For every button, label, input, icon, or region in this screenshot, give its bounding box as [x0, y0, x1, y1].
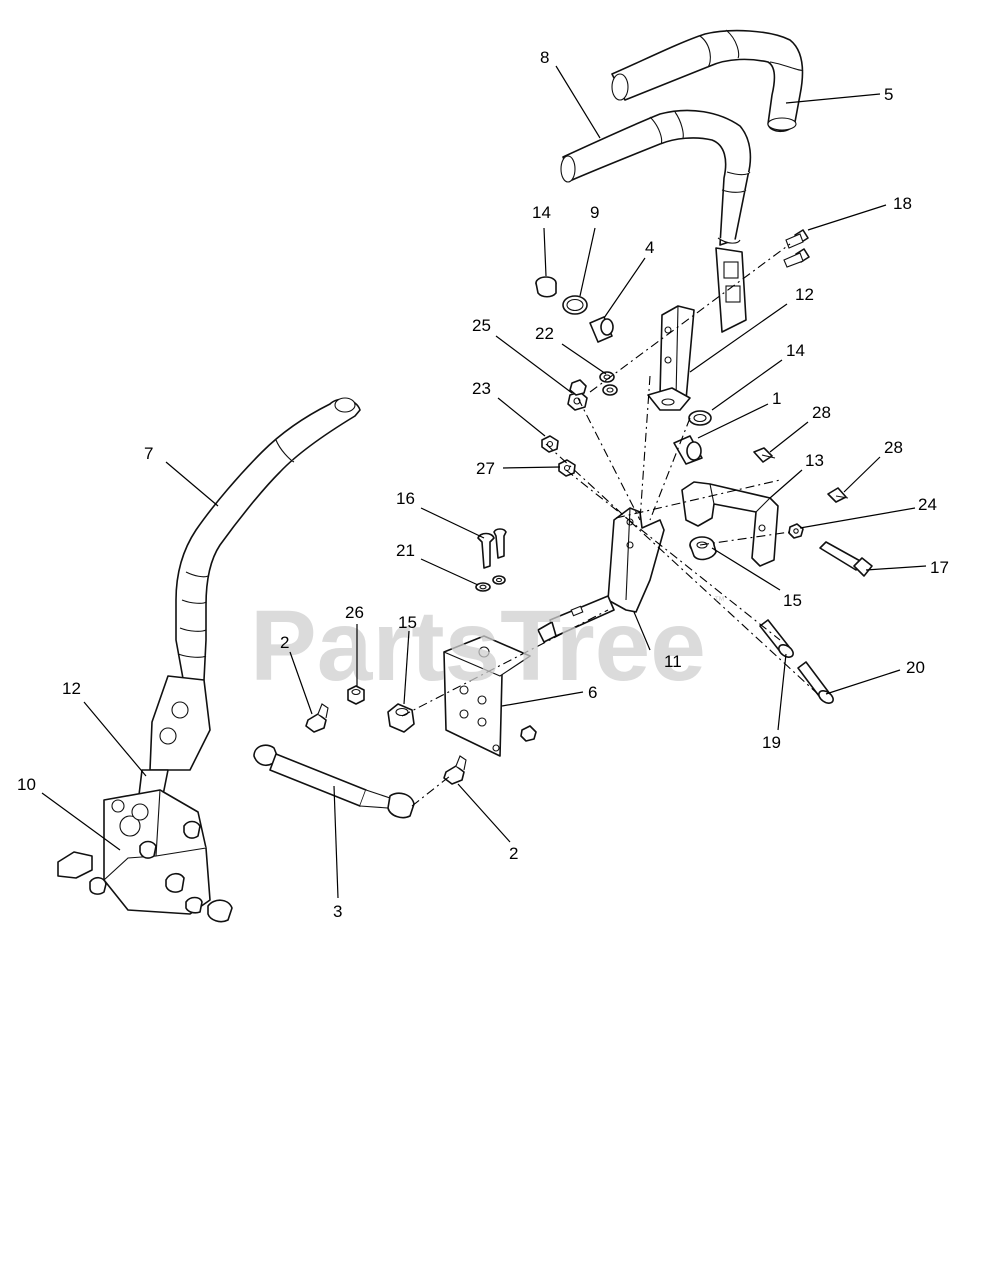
callout-16: 16 — [396, 489, 415, 508]
callout-23: 23 — [472, 379, 491, 398]
callout-18: 18 — [893, 194, 912, 213]
part-5-handle-grip — [611, 29, 804, 133]
bushing-1 — [673, 435, 703, 465]
leader-lines — [41, 65, 927, 899]
callout-9: 9 — [590, 203, 599, 222]
part-7-left-handle — [149, 397, 361, 771]
callout-4: 4 — [645, 238, 654, 257]
callout-19: 19 — [762, 733, 781, 752]
bushing-14-upper — [535, 276, 557, 298]
bolt-16 — [477, 528, 507, 569]
part-6-mounting-plate — [443, 635, 537, 757]
callout-25: 25 — [472, 316, 491, 335]
callout-21: 21 — [396, 541, 415, 560]
part-12-pivot-arm-upper — [647, 305, 695, 411]
callout-24: 24 — [918, 495, 937, 514]
bolt-28-lower — [827, 487, 849, 503]
bolt-17 — [819, 541, 873, 577]
callout-14: 14 — [532, 203, 551, 222]
part-8-front-handle — [560, 109, 752, 333]
nut-27 — [558, 459, 576, 477]
spacer-15-left — [387, 703, 415, 733]
nut-26 — [347, 685, 365, 705]
callout-2: 2 — [280, 633, 289, 652]
parts-drawings — [57, 29, 873, 923]
washer-22 — [599, 371, 618, 396]
watermark: PartsTree ™ — [250, 590, 725, 702]
bolt-18 — [783, 229, 810, 268]
callout-28: 28 — [812, 403, 831, 422]
callout-7: 7 — [144, 444, 153, 463]
part-3-damper — [253, 744, 415, 819]
callout-3: 3 — [333, 902, 342, 921]
callout-15: 15 — [783, 591, 802, 610]
callout-20: 20 — [906, 658, 925, 677]
pin-19 — [759, 619, 794, 658]
callout-10: 10 — [17, 775, 36, 794]
callout-1: 1 — [772, 389, 781, 408]
nut-23 — [541, 435, 559, 453]
part-11-pivot-shaft — [537, 507, 665, 643]
callout-14: 14 — [786, 341, 805, 360]
callout-28: 28 — [884, 438, 903, 457]
bolt-28-upper — [753, 447, 776, 463]
callout-2: 2 — [509, 844, 518, 863]
callout-11: 11 — [664, 652, 682, 671]
callout-6: 6 — [588, 683, 597, 702]
washer-9 — [562, 295, 588, 315]
nut-24 — [788, 523, 804, 539]
callout-15: 15 — [398, 613, 417, 632]
part-10-base-assembly — [57, 769, 233, 923]
stud-2-right — [443, 755, 467, 785]
callout-labels: 8 5 18 14 9 4 12 25 22 14 23 1 28 7 27 1… — [17, 48, 949, 921]
callout-8: 8 — [540, 48, 549, 67]
stud-2-left — [305, 703, 329, 733]
callout-26: 26 — [345, 603, 364, 622]
watermark-trademark: ™ — [714, 595, 725, 607]
callout-12: 12 — [795, 285, 814, 304]
callout-5: 5 — [884, 85, 893, 104]
part-13-bracket — [681, 481, 779, 567]
callout-27: 27 — [476, 459, 495, 478]
washer-21 — [475, 575, 506, 592]
nut-25 — [567, 379, 588, 411]
pin-20 — [797, 661, 834, 704]
callout-13: 13 — [805, 451, 824, 470]
bushing-14-right — [688, 410, 712, 426]
callout-22: 22 — [535, 324, 554, 343]
callout-17: 17 — [930, 558, 949, 577]
callout-12: 12 — [62, 679, 81, 698]
assembly-dash-lines — [401, 243, 821, 807]
spacer-4 — [589, 316, 614, 343]
watermark-text: PartsTree — [250, 590, 706, 702]
